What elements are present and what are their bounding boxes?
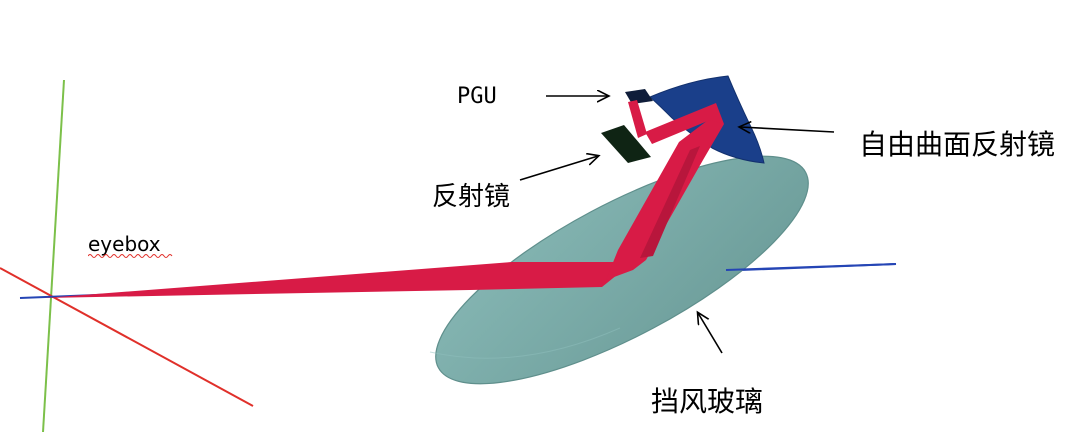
fold-mirror-shape <box>601 125 651 163</box>
windshield-label: 挡风玻璃 <box>651 385 764 418</box>
pgu-label: PGU <box>457 84 497 109</box>
axis-x-line <box>0 267 254 407</box>
axis-z-line-front <box>725 263 897 271</box>
pgu-shape <box>625 89 653 104</box>
spellcheck-underline <box>88 254 173 258</box>
fold-mirror-label: 反射镜 <box>432 182 511 212</box>
freeform-mirror-pointer-arrow <box>740 127 835 132</box>
freeform-mirror-label: 自由曲面反射镜 <box>859 128 1056 161</box>
fold-mirror-pointer-arrow <box>519 156 598 181</box>
windshield-pointer-arrow <box>698 313 723 354</box>
axis-y-line <box>42 79 65 433</box>
light-beam <box>44 100 724 298</box>
eyebox-label: eyebox <box>88 232 161 256</box>
